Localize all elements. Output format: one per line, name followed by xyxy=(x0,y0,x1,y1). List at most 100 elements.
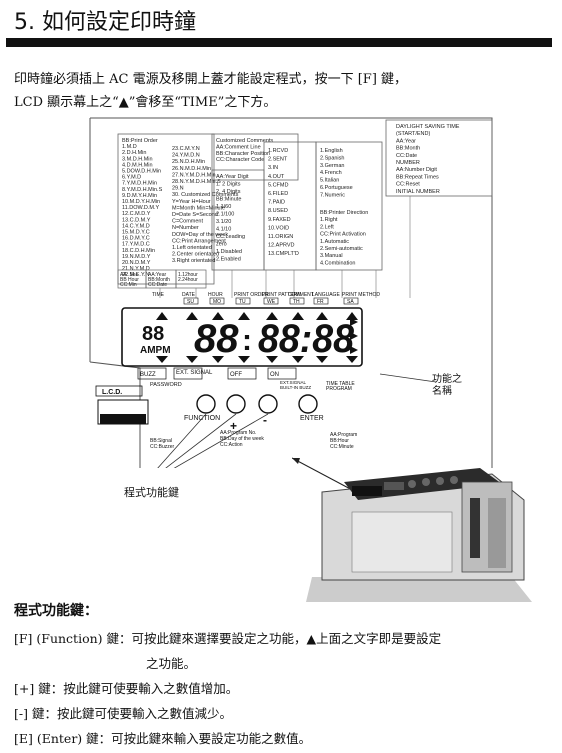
event-item: 7.PAID xyxy=(268,200,285,206)
svg-text::: : xyxy=(242,324,252,357)
print-direction-item: 1.Automatic xyxy=(320,239,349,245)
event-item: 11.ORIGN xyxy=(268,234,293,240)
function-label: COMMENT xyxy=(288,292,314,298)
print-order-item: M=Month Min=Minute xyxy=(172,205,225,211)
dst-item: AA:Year xyxy=(396,138,416,144)
event-item: 8.USED xyxy=(268,208,288,214)
function-sub-label: BB:Signal xyxy=(150,438,172,444)
event-item: 10.VOID xyxy=(268,225,289,231)
function-label: PRINT METHOD xyxy=(342,292,380,298)
lcd-up-arrow xyxy=(238,312,250,320)
print-order-item: 26.N.M.D.H.Min xyxy=(172,166,211,172)
lcd-up-arrow xyxy=(266,312,278,320)
function-button[interactable] xyxy=(196,394,216,414)
year-digit-item: CC:Leading xyxy=(216,234,245,240)
print-order-item: 15.M.D.Y.C xyxy=(122,230,150,236)
svg-text:AMPM: AMPM xyxy=(140,345,171,356)
print-order-item: 19.N.M.D.Y xyxy=(122,254,151,260)
lcd-side-arrow xyxy=(350,318,358,326)
function-label: LANGUAGE xyxy=(312,292,340,298)
enter-button-label: ENTER xyxy=(300,415,324,422)
lcd-side-arrow xyxy=(350,346,358,354)
setting-box-item: BB Hour xyxy=(120,277,139,283)
dst-item: NUMBER xyxy=(396,160,420,166)
program-label: PROGRAM xyxy=(326,386,352,392)
print-direction-item: 4.Combination xyxy=(320,260,355,266)
print-order-item: 13.C.D.M.Y xyxy=(122,217,151,223)
event-item: 12.APRVD xyxy=(268,243,295,249)
print-direction-item: 3.Manual xyxy=(320,253,343,259)
minus-button[interactable] xyxy=(258,394,278,414)
lcd-display xyxy=(121,307,363,367)
builtin-buzz-label: BUILT-IN BUZZ xyxy=(280,385,311,390)
indicator-label: ON xyxy=(270,372,279,378)
event-item: 3.IN xyxy=(268,165,278,171)
weekday-label: TU xyxy=(239,299,246,305)
print-order-item: 17.Y.M.D.C xyxy=(122,242,150,248)
year-digit-item: 1.1/60 xyxy=(216,204,231,210)
setting-box-item: AA: Sec xyxy=(120,272,139,278)
plus-button-label: + xyxy=(230,419,237,433)
enter-button[interactable] xyxy=(298,394,318,414)
language-item: 5.Italian xyxy=(320,178,339,184)
intro-text: 印時鐘必須插上 AC 電源及移開上蓋才能設定程式，按一下 [F] 鍵， LCD … xyxy=(14,68,544,114)
dst-item: AA:Number Digit xyxy=(396,167,437,173)
language-item: 6.Portuguese xyxy=(320,185,353,191)
indicator-label: OFF xyxy=(230,372,242,378)
print-order-item: 2.D.H.Min xyxy=(122,150,146,156)
setting-box-item: CC:Date xyxy=(148,282,167,288)
print-direction-item: 2.Semi-automatic xyxy=(320,246,363,252)
lcd-up-arrow xyxy=(212,312,224,320)
custom-comment-item: AA:Comment Line xyxy=(216,144,261,150)
year-digit-item: 2.Enabled xyxy=(216,257,241,263)
key-function-row: [F] (Function) 鍵：可按此鍵來選擇要設定之功能，▲上面之文字即是要… xyxy=(14,626,554,651)
key-desc: 按此鍵可使要輸入之數值增加。 xyxy=(63,681,239,696)
print-order-item: 29.N xyxy=(172,186,184,192)
weekday-label: MO xyxy=(213,299,221,305)
plus-sub-label: CC:Action xyxy=(220,442,243,448)
setting-box-item: AA:Year xyxy=(148,272,166,278)
language-item: 7.Numeric xyxy=(320,192,345,198)
custom-comment-item: BB:Character Position xyxy=(216,151,270,157)
plus-sub-label: BB:Day of the week xyxy=(220,436,264,442)
language-item: 2.Spanish xyxy=(320,155,344,161)
print-order-item: BB:Print Order xyxy=(122,138,158,144)
print-order-item: 18.C.D.H.Min xyxy=(122,248,155,254)
event-item: 13.CMPLT'D xyxy=(268,251,299,257)
print-order-item: DOW=Day of the week xyxy=(172,232,228,238)
print-direction-item: CC:Print Activation xyxy=(320,232,366,238)
svg-text:88:88: 88:88 xyxy=(258,317,355,361)
lcd-up-arrow xyxy=(186,312,198,320)
print-order-item: 3.M.D.H.Min xyxy=(122,156,153,162)
print-order-item: 14.C.Y.M.D xyxy=(122,223,150,229)
callout-program-keys: 程式功能鍵 xyxy=(124,486,179,499)
print-order-item: 2.Center orientated xyxy=(172,252,219,258)
key-label: [+] 鍵： xyxy=(14,681,64,696)
custom-comment-item: CC:Character Code xyxy=(216,157,264,163)
dst-item: INITIAL NUMBER xyxy=(396,189,440,195)
custom-comment-item: Customized Comments xyxy=(216,138,273,144)
year-digit-item: zero xyxy=(216,242,227,248)
print-order-item: Y=Year H=Hour xyxy=(172,199,211,205)
lcd-down-arrow xyxy=(186,356,198,363)
dst-item: DAYLIGHT SAVING TIME xyxy=(396,124,460,130)
time-table-label: TIME TABLE xyxy=(326,381,355,387)
intro-line-1: 印時鐘必須插上 AC 電源及移開上蓋才能設定程式，按一下 [F] 鍵， xyxy=(14,72,408,87)
password-label: PASSWORD xyxy=(150,382,182,388)
lcd-up-arrow xyxy=(292,312,304,320)
print-order-item: 9.D.M.Y.H.Min xyxy=(122,193,157,199)
function-label: PRINT PATTERN xyxy=(262,292,301,298)
weekday-label: FR xyxy=(317,299,324,305)
print-order-item: 27.N.Y.M.D.H.Min xyxy=(172,172,216,178)
function-sub-label: CC:Buzzer xyxy=(150,444,175,450)
key-desc: 可按此鍵來輸入要設定功能之數值。 xyxy=(111,731,312,746)
print-order-box xyxy=(117,133,215,285)
plus-sub-label: AA:Program No. xyxy=(220,430,256,436)
lcd-up-arrow xyxy=(156,312,168,320)
lcd-up-arrow xyxy=(316,312,328,320)
function-label: TIME xyxy=(152,292,165,298)
print-order-item: CC:Print Arrangement xyxy=(172,238,226,244)
plus-button[interactable] xyxy=(226,394,246,414)
print-order-item: 24.Y.M.D.N xyxy=(172,153,200,159)
print-order-item: 3.Right orientated xyxy=(172,258,215,264)
